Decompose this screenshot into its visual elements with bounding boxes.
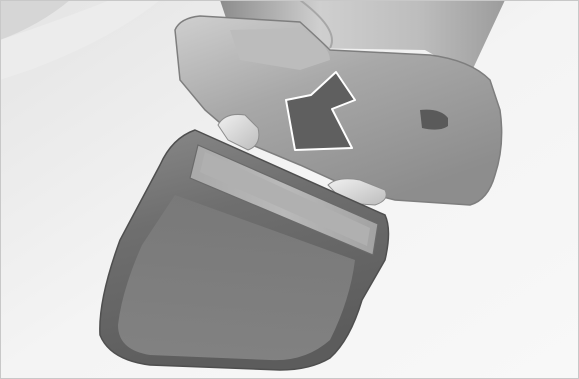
illustration-stage [0,0,579,379]
seat-belt-buckle-illustration [0,0,579,379]
